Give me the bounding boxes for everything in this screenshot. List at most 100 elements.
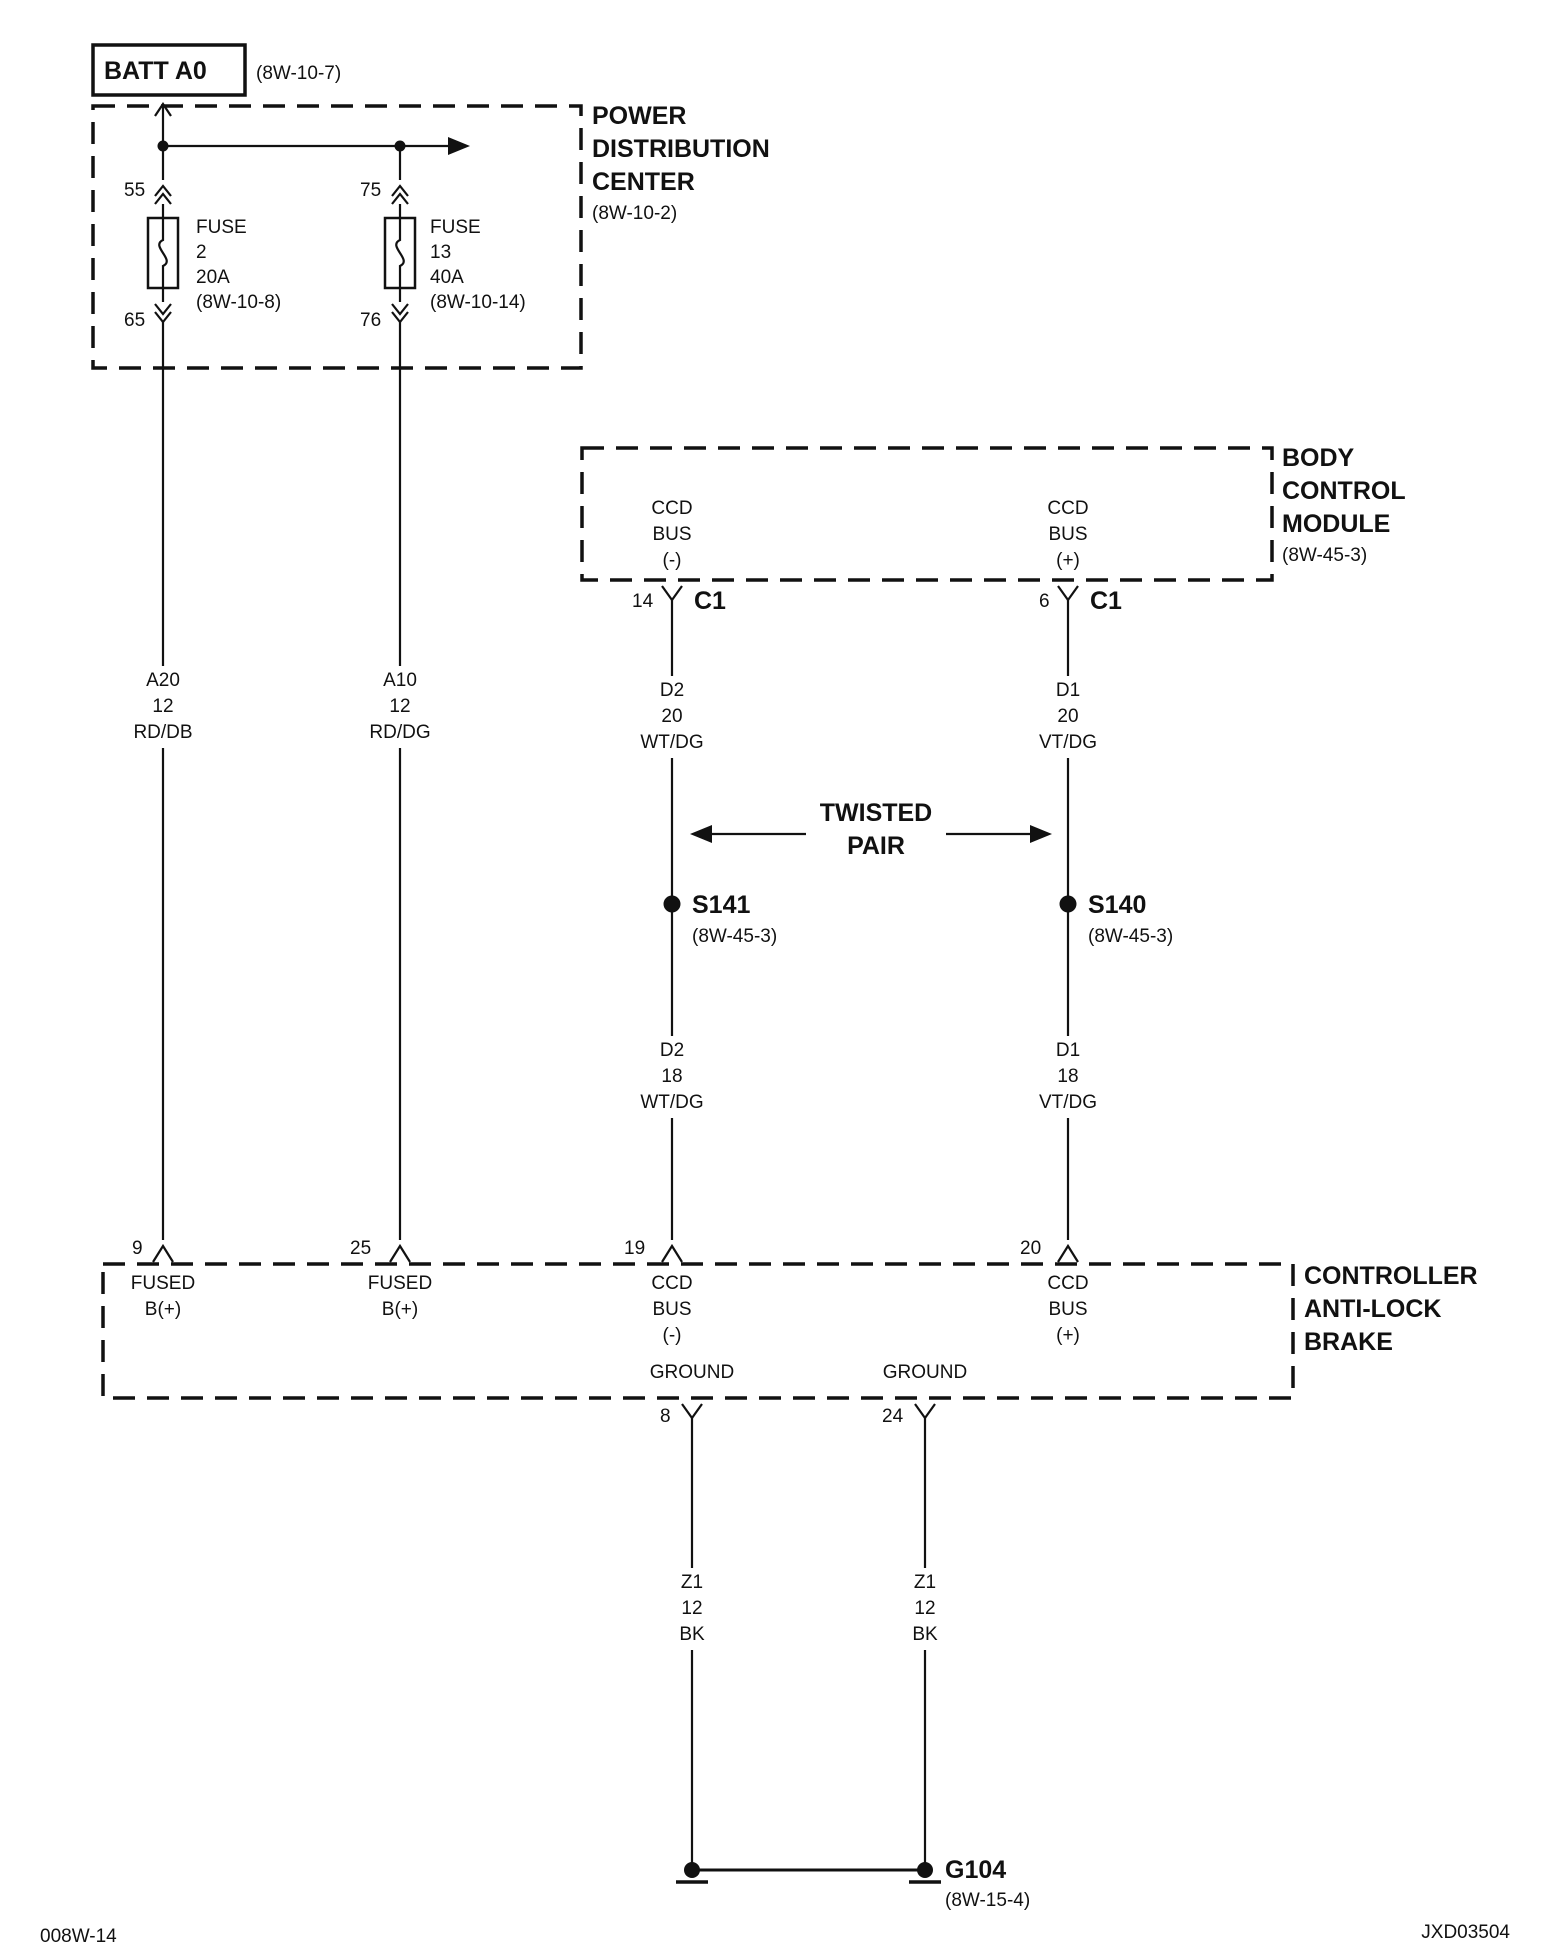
svg-text:(+): (+) bbox=[1056, 1325, 1080, 1346]
svg-text:B(+): B(+) bbox=[382, 1299, 418, 1320]
svg-text:CCD: CCD bbox=[1047, 498, 1088, 519]
wire-a10-label: A10 12 RD/DG bbox=[365, 666, 435, 748]
fuse-13 bbox=[383, 184, 417, 324]
bcm-c1-label-neg: C1 bbox=[694, 587, 726, 615]
wire-z1-right-label: Z1 12 BK bbox=[895, 1568, 955, 1650]
svg-text:BRAKE: BRAKE bbox=[1304, 1328, 1393, 1356]
abs-terminal-ccd-pos: CCD BUS (+) bbox=[1047, 1273, 1088, 1346]
abs-connector-19 bbox=[661, 1243, 683, 1263]
svg-text:RD/DB: RD/DB bbox=[133, 722, 192, 743]
svg-text:CONTROL: CONTROL bbox=[1282, 477, 1406, 505]
svg-text:BUS: BUS bbox=[652, 524, 691, 545]
batt-box bbox=[91, 43, 247, 97]
svg-text:(-): (-) bbox=[663, 1325, 682, 1346]
splice-s141-dot bbox=[663, 895, 681, 913]
bcm-terminal-ccd-neg: CCD BUS (-) bbox=[651, 498, 692, 571]
abs-pin-8: 8 bbox=[660, 1406, 671, 1427]
abs-terminal-ccd-neg: CCD BUS (-) bbox=[651, 1273, 692, 1346]
splice-s140-dot bbox=[1059, 895, 1077, 913]
abs-pin-24: 24 bbox=[882, 1406, 904, 1427]
svg-text:PAIR: PAIR bbox=[847, 832, 905, 860]
splice-s140-ref: (8W-45-3) bbox=[1088, 926, 1173, 947]
svg-text:BUS: BUS bbox=[1048, 1299, 1087, 1320]
abs-terminal-fused-b-25: FUSED B(+) bbox=[368, 1273, 432, 1320]
svg-text:12: 12 bbox=[681, 1598, 702, 1619]
bcm-c1-label-pos: C1 bbox=[1090, 587, 1122, 615]
wire-d1-lower-label: D1 18 VT/DG bbox=[1028, 1036, 1108, 1118]
splice-s141-label: S141 bbox=[692, 891, 750, 919]
svg-text:MODULE: MODULE bbox=[1282, 510, 1390, 538]
svg-text:TWISTED: TWISTED bbox=[820, 799, 933, 827]
svg-text:WT/DG: WT/DG bbox=[640, 1092, 703, 1113]
wire-d2-lower-label: D2 18 WT/DG bbox=[632, 1036, 712, 1118]
abs-pin-9: 9 bbox=[132, 1238, 143, 1259]
svg-text:D2: D2 bbox=[660, 680, 684, 701]
svg-text:FUSE: FUSE bbox=[430, 217, 481, 238]
bcm-box bbox=[580, 446, 1274, 582]
fuse-13-pin-out: 76 bbox=[360, 310, 381, 331]
abs-connector-8 bbox=[681, 1403, 703, 1420]
svg-text:FUSED: FUSED bbox=[131, 1273, 195, 1294]
svg-text:A20: A20 bbox=[146, 670, 180, 691]
wire-d2-upper-label: D2 20 WT/DG bbox=[632, 676, 712, 758]
svg-text:20A: 20A bbox=[196, 267, 230, 288]
abs-ground-label-8: GROUND bbox=[650, 1362, 734, 1383]
svg-text:CCD: CCD bbox=[1047, 1273, 1088, 1294]
fuse-2 bbox=[146, 184, 180, 324]
svg-text:18: 18 bbox=[1057, 1066, 1078, 1087]
svg-text:BK: BK bbox=[679, 1624, 705, 1645]
abs-connector-9 bbox=[152, 1243, 174, 1263]
abs-ground-label-24: GROUND bbox=[883, 1362, 967, 1383]
abs-connector-20 bbox=[1057, 1243, 1079, 1263]
svg-text:12: 12 bbox=[152, 696, 173, 717]
svg-text:CCD: CCD bbox=[651, 1273, 692, 1294]
svg-text:Z1: Z1 bbox=[914, 1572, 936, 1593]
svg-text:RD/DG: RD/DG bbox=[369, 722, 430, 743]
svg-text:12: 12 bbox=[914, 1598, 935, 1619]
svg-text:VT/DG: VT/DG bbox=[1039, 1092, 1097, 1113]
svg-text:(8W-10-8): (8W-10-8) bbox=[196, 292, 281, 313]
fuse-2-pin-out: 65 bbox=[124, 310, 145, 331]
svg-text:(8W-10-14): (8W-10-14) bbox=[430, 292, 526, 313]
wire-z1-left-label: Z1 12 BK bbox=[662, 1568, 722, 1650]
svg-text:(8W-10-2): (8W-10-2) bbox=[592, 203, 677, 224]
pdc-title: POWER DISTRIBUTION CENTER (8W-10-2) bbox=[592, 102, 770, 224]
svg-text:FUSE: FUSE bbox=[196, 217, 247, 238]
svg-text:20: 20 bbox=[661, 706, 682, 727]
svg-text:18: 18 bbox=[661, 1066, 682, 1087]
pdc-box bbox=[91, 104, 583, 370]
svg-text:ANTI-LOCK: ANTI-LOCK bbox=[1304, 1295, 1441, 1323]
svg-text:(+): (+) bbox=[1056, 550, 1080, 571]
abs-title: CONTROLLER ANTI-LOCK BRAKE bbox=[1304, 1262, 1478, 1356]
splice-s140-label: S140 bbox=[1088, 891, 1146, 919]
svg-text:(-): (-) bbox=[663, 550, 682, 571]
footer-page-code: 008W-14 bbox=[40, 1926, 117, 1947]
svg-text:D2: D2 bbox=[660, 1040, 684, 1061]
splice-s141-ref: (8W-45-3) bbox=[692, 926, 777, 947]
svg-text:VT/DG: VT/DG bbox=[1039, 732, 1097, 753]
abs-box bbox=[101, 1262, 1295, 1400]
footer-figure-id: JXD03504 bbox=[1421, 1922, 1510, 1943]
svg-text:BUS: BUS bbox=[652, 1299, 691, 1320]
svg-text:WT/DG: WT/DG bbox=[640, 732, 703, 753]
fuse-13-label: FUSE 13 40A (8W-10-14) bbox=[430, 217, 526, 313]
batt-ref: (8W-10-7) bbox=[256, 63, 341, 84]
svg-text:CONTROLLER: CONTROLLER bbox=[1304, 1262, 1478, 1290]
abs-pin-19: 19 bbox=[624, 1238, 645, 1259]
svg-text:Z1: Z1 bbox=[681, 1572, 703, 1593]
ground-g104-symbol bbox=[676, 1862, 941, 1884]
svg-text:FUSED: FUSED bbox=[368, 1273, 432, 1294]
svg-text:BUS: BUS bbox=[1048, 524, 1087, 545]
svg-text:D1: D1 bbox=[1056, 680, 1080, 701]
svg-text:BK: BK bbox=[912, 1624, 938, 1645]
bcm-title: BODY CONTROL MODULE (8W-45-3) bbox=[1282, 444, 1406, 566]
abs-pin-20: 20 bbox=[1020, 1238, 1041, 1259]
ground-g104-label: G104 bbox=[945, 1856, 1006, 1884]
twisted-pair-arrows bbox=[690, 825, 1052, 843]
abs-connector-24 bbox=[914, 1403, 936, 1420]
batt-feed bbox=[154, 102, 470, 180]
svg-text:B(+): B(+) bbox=[145, 1299, 181, 1320]
svg-text:40A: 40A bbox=[430, 267, 464, 288]
svg-text:BODY: BODY bbox=[1282, 444, 1355, 472]
svg-text:CCD: CCD bbox=[651, 498, 692, 519]
